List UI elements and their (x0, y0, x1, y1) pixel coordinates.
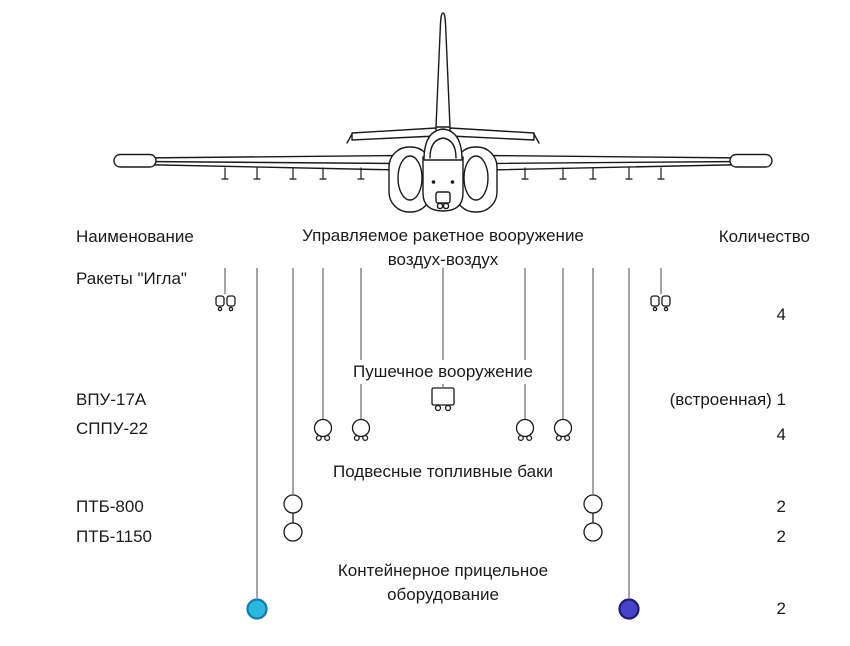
engine-intake-left (397, 155, 423, 201)
vertical-fin-shape (435, 12, 451, 128)
igla-missile-icon-right (650, 295, 671, 312)
gun-pod-icon-left-inner (351, 418, 371, 442)
canopy (423, 128, 463, 161)
wing-flap-line-right (487, 160, 745, 165)
engine-intake-right (463, 155, 489, 201)
gun-pod-icon-right-outer (553, 418, 573, 442)
fuselage (422, 156, 464, 212)
tailplane-left (351, 127, 437, 141)
weapon-class-header-line1: Управляемое ракетное вооружение (302, 226, 584, 245)
section-header-container-line1: Контейнерное прицельное (331, 559, 555, 583)
wing-flap-line-left (141, 160, 399, 165)
qty-ptb1150: 2 (776, 527, 786, 546)
wingtip-pod-left (113, 153, 157, 168)
section-header-container: Контейнерное прицельное оборудование (243, 559, 643, 607)
qty-sppu22: 4 (776, 425, 786, 444)
qty-igla: 4 (776, 305, 786, 324)
aircraft-front-view (113, 12, 773, 213)
column-header-quantity: Количество (718, 227, 810, 246)
qty-ptb800: 2 (776, 497, 786, 516)
targeting-pod-icon-left (246, 598, 268, 620)
fuel-tank-800-icon (283, 494, 303, 514)
row-label-igla: Ракеты "Игла" (76, 269, 187, 288)
windshield-frame (429, 137, 457, 159)
fuel-tank-800-icon (583, 494, 603, 514)
qty-container: 2 (776, 599, 786, 618)
fuel-tank-1150-icon (583, 522, 603, 542)
wingtip-pod-right (729, 153, 773, 168)
fuel-tank-icons-right (583, 494, 603, 542)
gun-pod-icon-right-inner (515, 418, 535, 442)
section-header-fuel-tanks-text: Подвесные топливные баки (326, 460, 560, 484)
fuselage-detail-dot-right (450, 180, 455, 184)
tailplane-right (449, 127, 535, 141)
section-header-guns: Пушечное вооружение (243, 360, 643, 384)
nose-wheel-left (436, 202, 444, 210)
weapon-class-header-line2: воздух-воздух (387, 250, 499, 269)
igla-missile-icon-left (215, 295, 236, 312)
row-label-ptb1150: ПТБ-1150 (76, 527, 152, 546)
fuselage-detail-dot-left (431, 180, 436, 184)
column-header-weapon-class: Управляемое ракетное вооружение воздух-в… (243, 224, 643, 272)
section-header-fuel-tanks: Подвесные топливные баки (243, 460, 643, 484)
fuel-tank-1150-icon (283, 522, 303, 542)
row-label-sppu22: СППУ-22 (76, 419, 149, 438)
tailplane-tip-left (346, 133, 353, 144)
qty-vpu17a: (встроенная) 1 (669, 390, 786, 409)
tailplane-tip-right (533, 133, 540, 144)
row-label-ptb800: ПТБ-800 (76, 497, 144, 516)
section-header-container-line2: оборудование (381, 583, 505, 607)
fuel-tank-icons-left (283, 494, 303, 542)
column-header-name: Наименование (76, 227, 194, 246)
targeting-pod-icon-right (618, 598, 640, 620)
section-header-guns-text: Пушечное вооружение (347, 360, 539, 384)
builtin-gun-icon (431, 387, 455, 412)
gun-pod-icon-left-outer (313, 418, 333, 442)
nose-wheel-right (442, 202, 450, 210)
wing-pylons (221, 167, 665, 180)
nose-gear-door (435, 191, 451, 204)
store-icons (215, 295, 671, 620)
row-label-vpu17a: ВПУ-17А (76, 390, 147, 409)
station-lines (224, 268, 662, 598)
